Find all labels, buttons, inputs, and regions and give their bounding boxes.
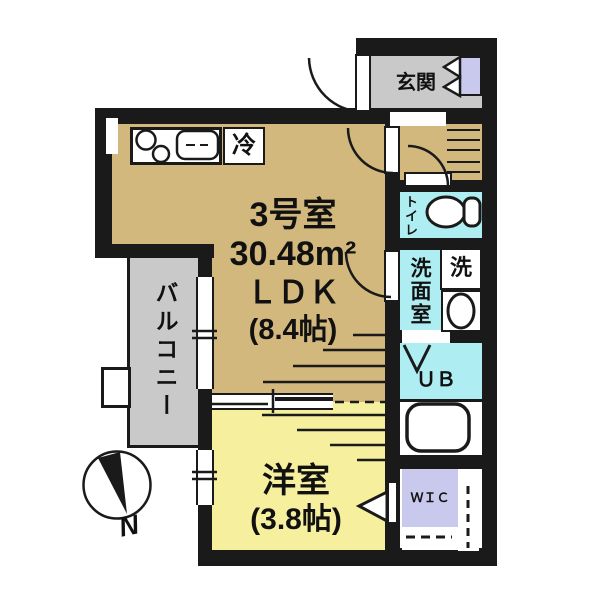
western-room-edge [333,402,386,412]
ldk-door-leaf [384,126,400,174]
wic-label: ＷＩＣ [410,490,450,505]
wall-right [482,38,497,566]
bathtub-icon [405,402,471,453]
wall-rightcol-bottom [385,548,497,566]
unit-bath-label: ＵＢ [416,369,456,391]
compass-north-label: N [116,509,142,543]
balcony-label: バルコニー [152,281,178,421]
ldk-size-label: (8.4帖) [248,314,338,346]
refrigerator-label: 冷 [232,132,256,159]
western-room-window [196,450,214,505]
wall-bath-wic [385,455,497,469]
washroom-label: 洗面室 [408,256,431,326]
ub-door-opening [402,330,450,343]
area-label: 30.48m² [229,235,357,273]
kitchen-window [106,118,118,154]
layout-label: ＬＤＫ [246,275,340,310]
washer-box [440,248,482,290]
balcony-window [196,277,214,389]
toilet-door-leaf [404,172,452,187]
refrigerator-box [223,127,265,165]
front-door-leaf [355,54,371,112]
wic-side-strip [458,481,479,551]
compass-needle-icon [98,452,127,514]
wall-toilet-wash [385,238,497,250]
balcony-protrusion [101,367,131,408]
kitchen-counter [130,127,222,165]
wall-center-vertical [385,108,400,565]
genkan-label: 玄関 [396,72,436,94]
vanity-box [441,290,482,332]
wall-ub-bath-line [400,399,482,402]
sliding-door-band [212,393,333,410]
balcony-floor [130,253,198,445]
room-number-label: 3号室 [249,196,337,234]
washer-label: 洗 [449,255,472,280]
western-room-floor [212,410,386,550]
wic-floor [402,469,458,527]
wall-genkan-top [356,38,497,56]
toilet-label: トイレ [403,195,418,237]
wall-balcony-top [95,244,214,258]
shoe-cabinet [459,56,482,96]
western-room-label: 洋室 [262,462,330,500]
wic-bottom-strip [402,527,458,550]
ldk-floor-edge [333,393,385,403]
western-room-size-label: (3.8帖) [250,503,342,536]
genkan-threshold [390,112,446,126]
